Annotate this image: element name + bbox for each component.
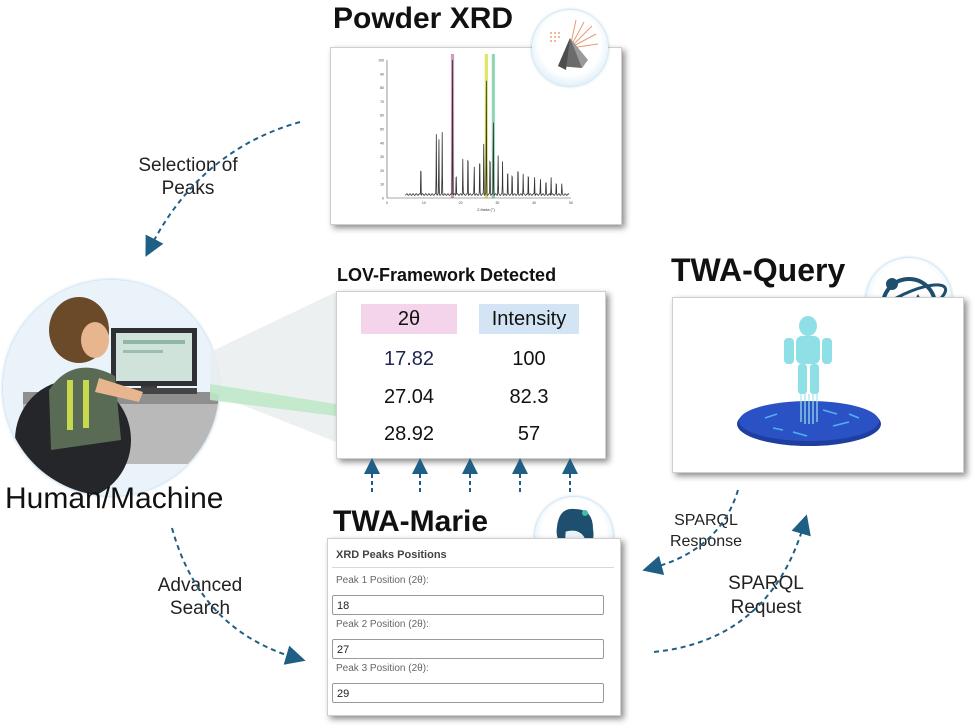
xrd-y-tick-label: 60 [380,114,384,118]
powder-xrd-title: Powder XRD [333,2,514,35]
xrd-x-tick-label: 20 [459,201,463,205]
table-header-row: 2θ Intensity [337,304,605,334]
table-row: 27.04 82.3 [337,382,605,412]
xrd-x-tick-label: 40 [532,201,536,205]
table-cell-theta: 17.82 [383,348,435,370]
selection-label-line2: Peaks [161,178,215,199]
sparql-response-line2: Response [669,533,743,550]
twa-marie-form-panel: XRD Peaks Positions Peak 1 Position (2θ)… [327,538,621,716]
peak-1-input[interactable]: 18 [332,595,604,615]
lov-table-panel: 2θ Intensity 17.82 100 27.04 82.3 28.92 … [336,291,606,459]
selection-label-line1: Selection of [138,155,238,176]
peak-3-label: Peak 3 Position (2θ): [336,663,429,674]
table-header-intensity: Intensity [491,308,567,330]
xrd-y-tick-label: 20 [380,169,384,173]
table-row: 17.82 100 [337,344,605,374]
intensity-header-bg [479,304,579,334]
peak-3-input[interactable]: 29 [332,683,604,703]
human-at-computer-icon [3,280,219,496]
arrow-marie-to-query [653,514,811,653]
arrow-human-to-marie [171,527,306,665]
xrd-y-tick-label: 10 [380,183,384,187]
table-row: 28.92 57 [337,419,605,449]
sparql-request-line1: SPARQL [728,573,804,594]
robot-hologram-icon [737,316,881,446]
twa-query-panel [672,297,964,473]
xrd-y-tick-label: 40 [380,141,384,145]
xrd-y-tick-label: 50 [380,128,384,132]
advanced-search-label: Advanced Search [140,574,260,620]
peak-2-input[interactable]: 27 [332,639,604,659]
table-cell-theta: 27.04 [383,386,435,408]
xrd-y-tick-label: 100 [378,59,384,63]
table-cell-intensity: 100 [512,348,546,370]
xrd-y-tick-label: 90 [380,72,384,76]
table-cell-intensity: 57 [517,423,541,445]
table-cell-intensity: 82.3 [509,386,549,408]
form-title: XRD Peaks Positions [336,549,447,561]
xrd-trace [405,59,570,197]
xrd-x-tick-label: 30 [495,201,499,205]
twa-marie-title: TWA-Marie [333,505,489,538]
upward-arrows [364,458,578,492]
table-header-theta: 2θ [397,308,421,330]
xrd-y-tick-label: 70 [380,100,384,104]
xrd-y-tick-label: 80 [380,86,384,90]
xrd-x-tick-label: 10 [422,201,426,205]
lov-framework-title: LOV-Framework Detected [337,265,557,285]
xrd-x-tick-label: 50 [569,201,573,205]
xrd-diffraction-icon [532,10,608,86]
sparql-request-label: SPARQL Request [706,572,826,620]
xrd-y-tick-label: 0 [382,197,384,201]
xrd-x-tick-label: 0 [386,201,388,205]
table-cell-theta: 28.92 [383,423,435,445]
advanced-label-line1: Advanced [157,575,243,596]
advanced-label-line2: Search [169,598,231,619]
arrow-xrd-to-human [145,121,301,257]
xrd-x-axis-label: 2 theta (°) [477,207,495,212]
arrow-query-to-marie [642,489,739,576]
peak-2-label: Peak 2 Position (2θ): [336,619,429,630]
form-divider [332,567,614,568]
peak-1-label: Peak 1 Position (2θ): [336,575,429,586]
human-machine-title: Human/Machine [5,482,224,515]
sparql-request-line2: Request [730,597,802,618]
theta-header [361,304,457,334]
xrd-y-tick-label: 30 [380,155,384,159]
twa-query-title: TWA-Query [671,252,846,288]
view-beam [210,292,336,442]
selection-of-peaks-label: Selection of Peaks [128,154,248,200]
